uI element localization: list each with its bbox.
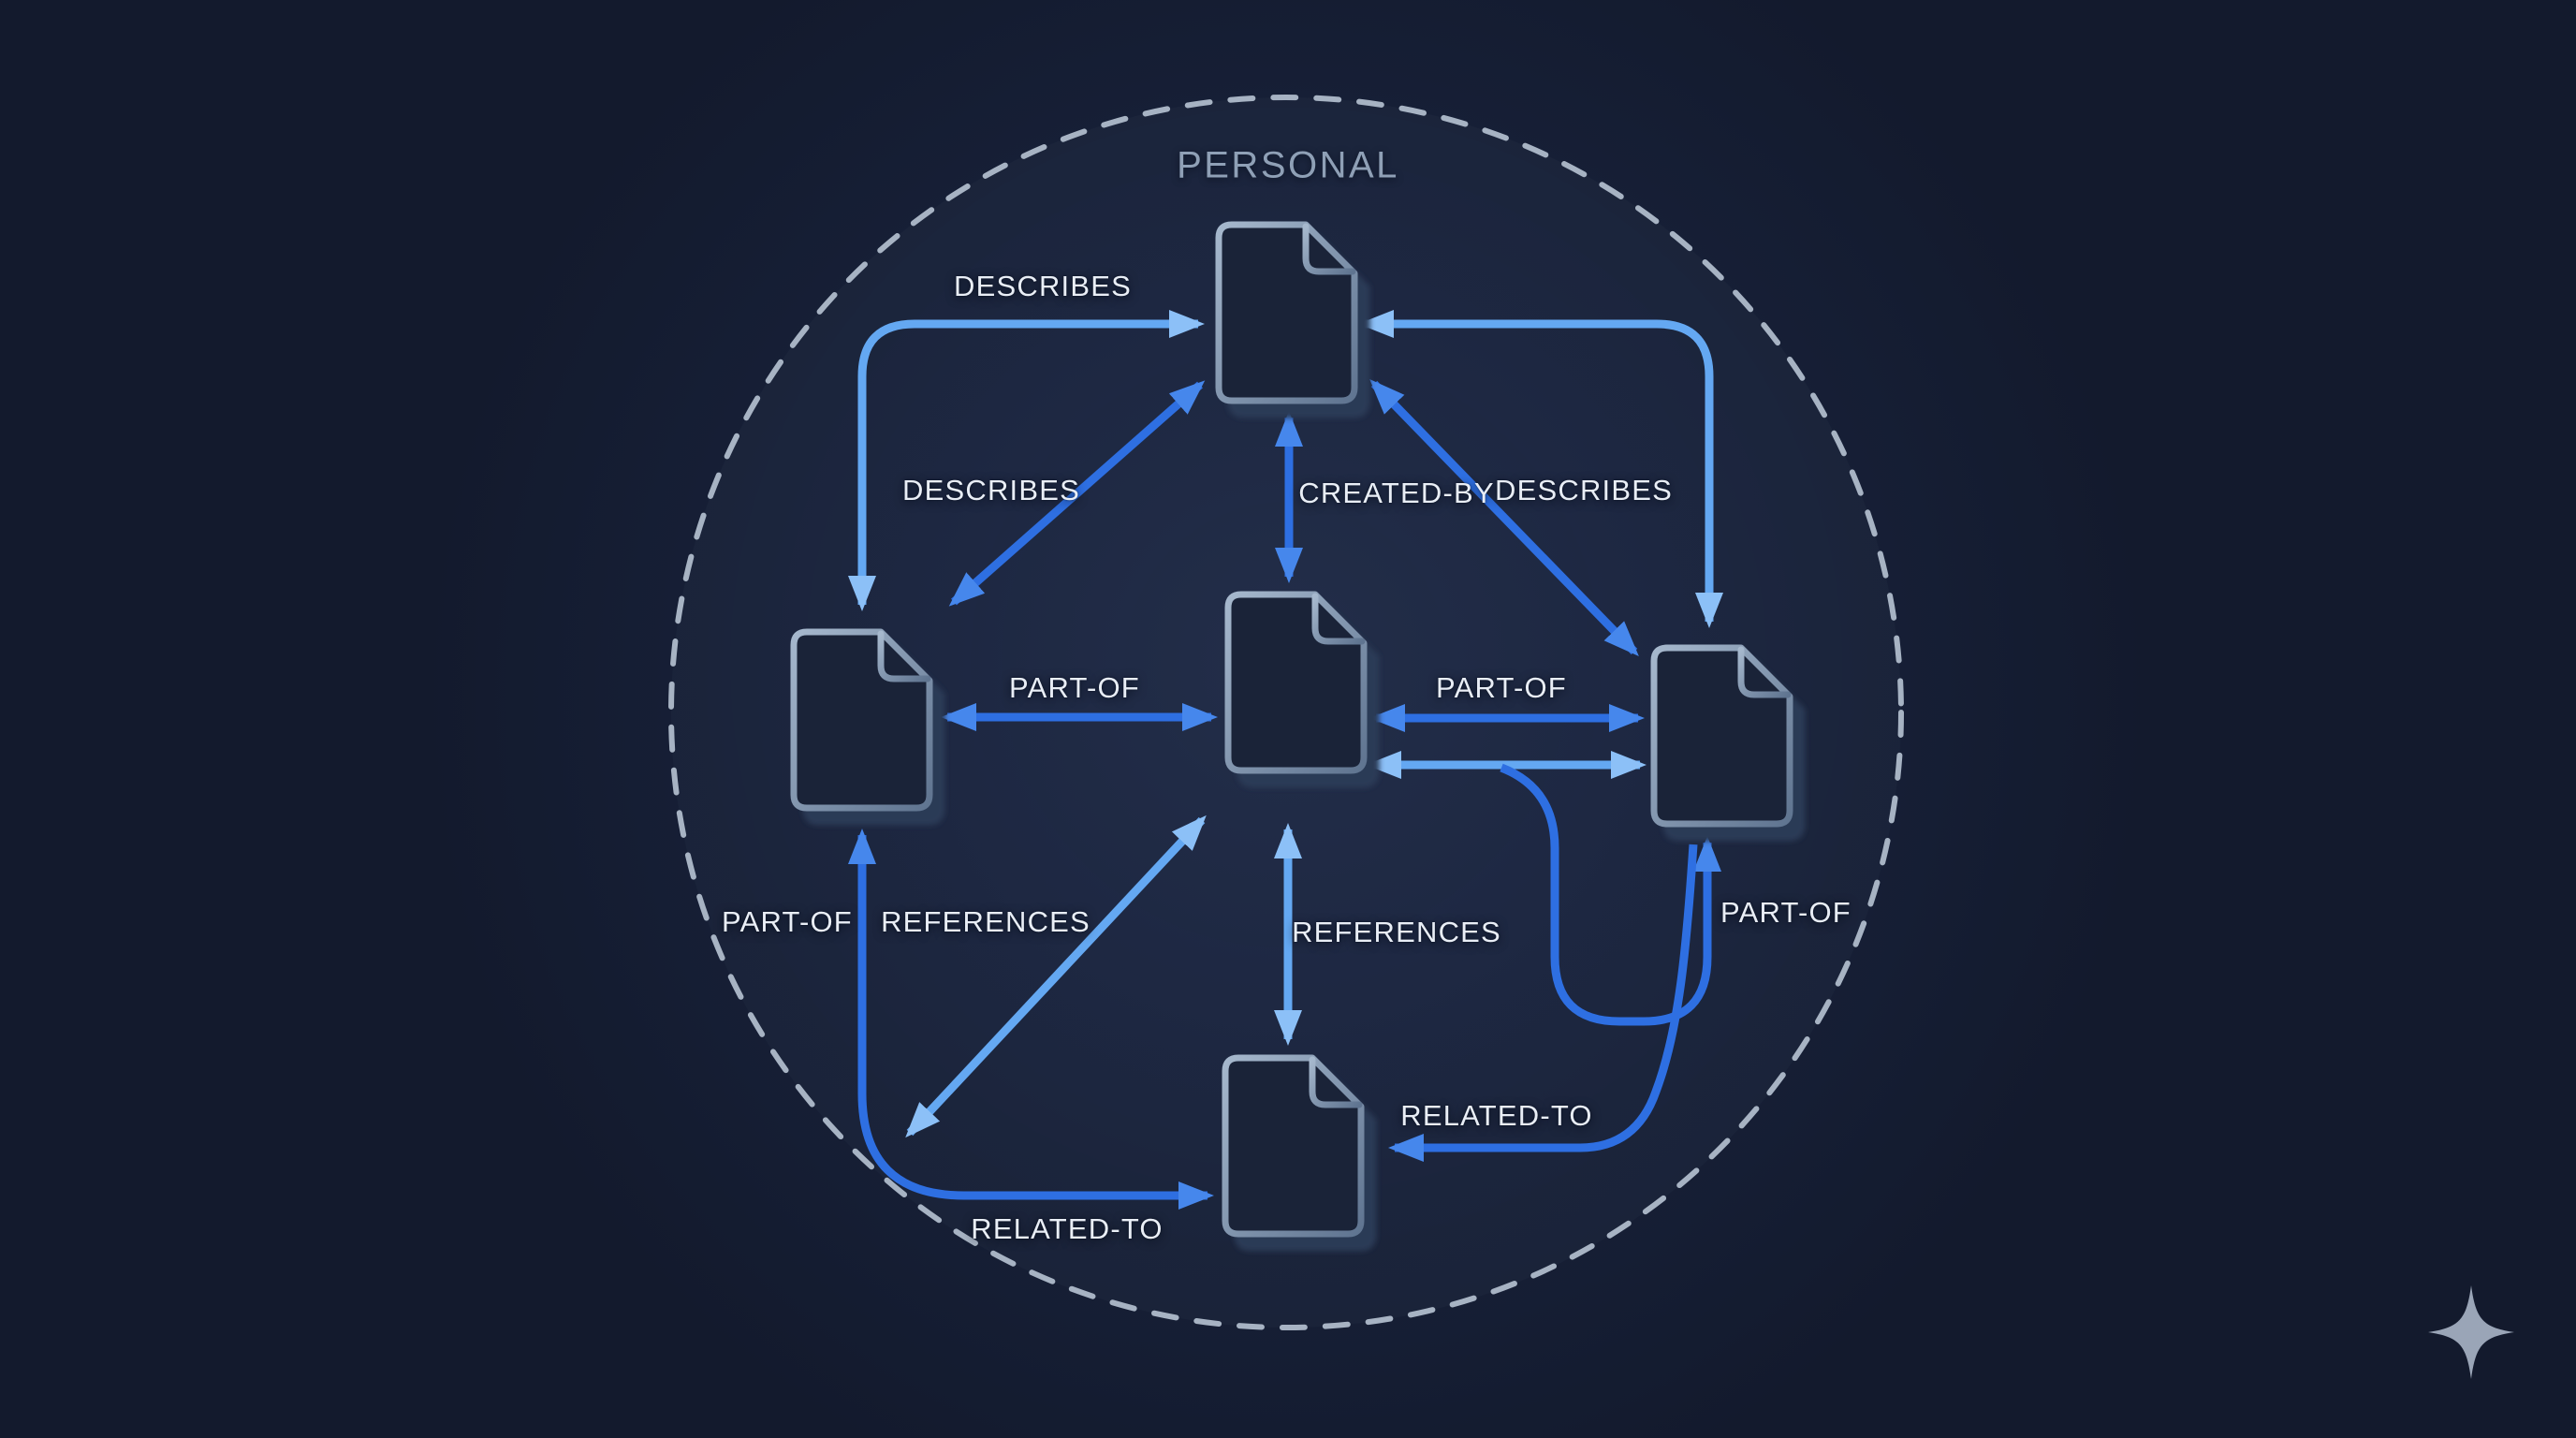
edge-label-related-to-bottom: RELATED-TO [971, 1212, 1164, 1245]
edge-label-part-of-lower-right: PART-OF [1720, 896, 1852, 929]
edge-label-references-center: REFERENCES [1292, 916, 1501, 948]
edge-label-describes-left: DESCRIBES [902, 474, 1080, 506]
edge-label-references-diagonal: REFERENCES [881, 905, 1090, 938]
edge-label-created-by: CREATED-BY [1298, 477, 1495, 509]
edge-part-of-related-to-elbow-left [848, 829, 1214, 1210]
edge-label-part-of-mid-left: PART-OF [1009, 671, 1140, 704]
edge-part-of-uturn-right [1500, 763, 1721, 1026]
zone-label: PERSONAL [1177, 144, 1399, 186]
edge-label-part-of-lower-left: PART-OF [722, 905, 853, 938]
edge-describes-elbow-right [1358, 310, 1723, 628]
edge-describes-elbow-left [848, 310, 1205, 611]
edge-label-related-to-right: RELATED-TO [1400, 1099, 1593, 1132]
edge-describes-diagonal-left [948, 380, 1206, 607]
edge-label-describes-right: DESCRIBES [1495, 474, 1673, 506]
sparkle-icon [2428, 1285, 2514, 1379]
edge-label-part-of-mid-right: PART-OF [1436, 671, 1567, 704]
edge-label-describes-top: DESCRIBES [954, 270, 1132, 302]
edge-related-to-right [1388, 844, 1698, 1162]
edge-describes-diagonal-right [1369, 378, 1639, 657]
